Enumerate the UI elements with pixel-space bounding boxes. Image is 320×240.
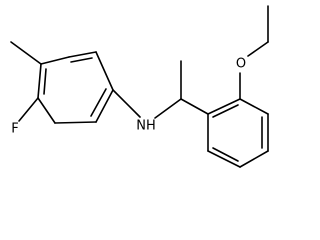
- double-bond-ring2-a: [212, 104, 239, 118]
- bond-ring2-c2-c3: [239, 98, 269, 115]
- right-benzene-ring: [207, 98, 269, 168]
- bond-ring2-c1-c2: [207, 98, 241, 115]
- bond-ring2-c5-c6: [207, 150, 241, 168]
- amine-atom-label: NH: [136, 119, 156, 134]
- bond-ch-to-ring2: [180, 98, 209, 115]
- fluorine-atom-label: F: [11, 122, 18, 137]
- bond-methyl: [10, 41, 42, 65]
- left-benzene-ring: [37, 51, 114, 124]
- bond-ring1-c3-c4: [37, 97, 56, 124]
- double-bond-ring1-c: [90, 88, 107, 117]
- bond-ring2-c4-c5: [239, 150, 269, 168]
- chemical-structure-diagram: F NH O: [10, 5, 269, 168]
- oxygen-atom-label: O: [236, 57, 246, 72]
- bond-oxygen-to-ch2: [247, 41, 269, 57]
- bond-ring1-c1-c2: [40, 56, 70, 65]
- bond-ring1-c6-c1: [95, 51, 114, 91]
- bond-nh-to-ch: [154, 98, 182, 119]
- bond-ring1-c4-c5: [54, 121, 97, 124]
- bond-fluorine: [18, 97, 39, 122]
- bond-ring1-c5-c6: [95, 89, 114, 123]
- double-bond-ring2-c: [212, 147, 239, 162]
- bond-ring1-c2-c3: [37, 63, 42, 99]
- bond-ring1-to-nh: [112, 89, 141, 118]
- double-bond-ring1-a: [70, 57, 93, 63]
- bond-ring1-c6-c1b: [68, 51, 97, 58]
- double-bond-ring1-b: [43, 68, 47, 95]
